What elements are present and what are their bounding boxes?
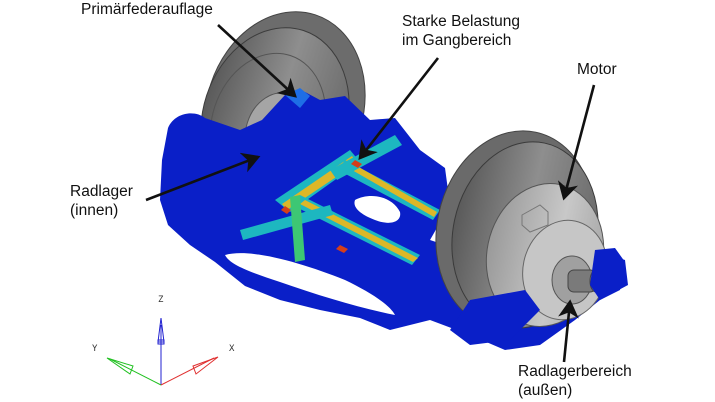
arrow-radlager-innen	[145, 152, 261, 202]
axis-label-y: Y	[92, 344, 98, 354]
annotation-arrows	[145, 24, 596, 363]
axis-label-x: X	[229, 344, 235, 354]
arrow-primaerfederauflage	[217, 24, 297, 98]
label-radlagerbereich-aussen: Radlagerbereich (außen)	[518, 363, 632, 399]
label-primaerfederauflage: Primärfederauflage	[81, 1, 213, 18]
arrow-radlagerbereich-aussen	[558, 299, 579, 363]
lower-strut	[450, 290, 540, 345]
arrow-motor	[557, 84, 596, 201]
label-motor: Motor	[577, 61, 617, 78]
arrow-starke-belastung	[358, 57, 440, 161]
label-starke-belastung: Starke Belastung im Gangbereich	[402, 13, 521, 49]
label-radlager-innen: Radlager (innen)	[70, 183, 133, 219]
right-strut	[590, 248, 625, 300]
axis-triad	[106, 317, 219, 386]
axis-label-z: Z	[158, 295, 164, 305]
front-wheel-motor	[435, 130, 608, 330]
optimized-structure	[160, 88, 628, 350]
